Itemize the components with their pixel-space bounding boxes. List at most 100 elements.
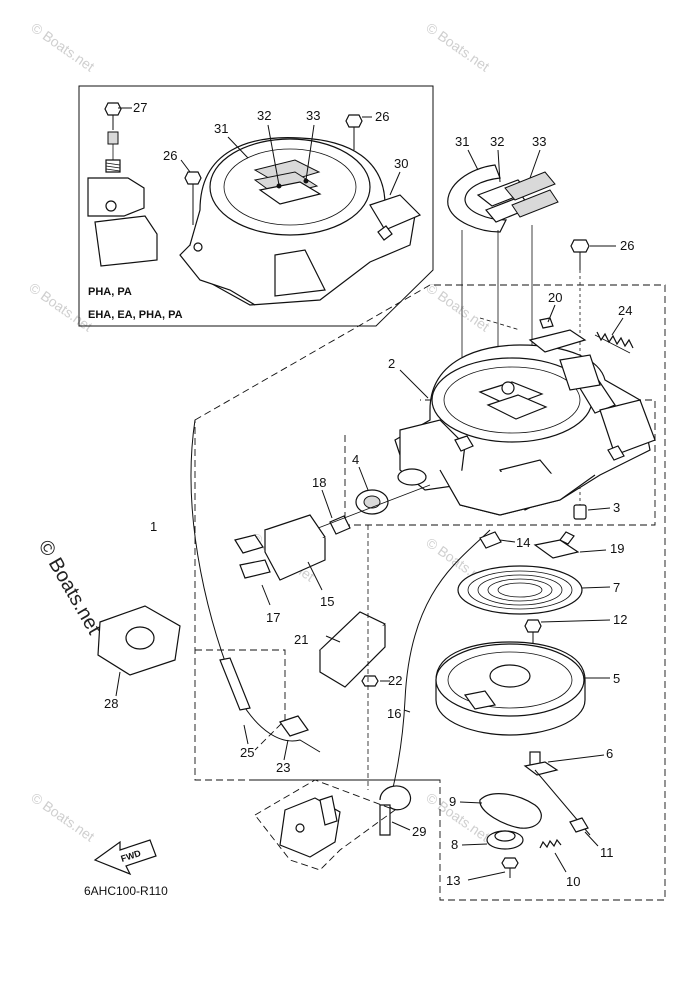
inset-leaders (180, 116, 401, 196)
collar-3-body (573, 504, 587, 520)
switch-20-spring-24 (479, 304, 634, 391)
bolt-12-head (524, 619, 542, 633)
mounting-bracket (254, 779, 396, 871)
pulley-5-notch (463, 690, 497, 710)
mounting-bracket-hole (295, 823, 305, 833)
callout-22: 22 (388, 673, 402, 688)
bolt-26 (570, 239, 616, 505)
callout-20: 20 (548, 290, 562, 305)
washer-8-boss (494, 830, 516, 842)
bolt-27-head (104, 102, 122, 116)
inset-panel: 27 26 31 32 33 26 30 PHA, PA EHA, EA, PH… (78, 85, 434, 327)
housing-decal-plate-2 (486, 394, 548, 420)
pulley-5-hub (489, 664, 531, 688)
callout-14: 14 (516, 535, 530, 550)
callout-5: 5 (613, 671, 620, 686)
callout-32: 32 (257, 108, 271, 123)
callout-31: 31 (214, 121, 228, 136)
inset-spring-coils (105, 162, 121, 172)
drive-plate-9 (479, 793, 542, 829)
callout-6: 6 (606, 746, 613, 761)
leader-8 (461, 843, 488, 846)
cable-25-23 (190, 419, 321, 761)
leader-16 (403, 709, 411, 713)
leader-32 (267, 124, 280, 186)
callout-3: 3 (613, 500, 620, 515)
callout-28: 28 (104, 696, 118, 711)
model-label-pha-pa: PHA, PA (88, 286, 132, 298)
callout-25: 25 (240, 745, 254, 760)
inset-grommet (107, 131, 119, 145)
leader-14 (499, 539, 516, 543)
leader-9 (459, 801, 483, 804)
leader-13 (467, 871, 506, 881)
bolt-26-head (570, 239, 590, 253)
leader-31 (467, 149, 479, 171)
inset-bracket-hole (105, 200, 117, 212)
mounting-bracket-tab (319, 795, 338, 826)
watermark: © Boats.net (28, 19, 97, 74)
housing-side-flange (599, 399, 656, 456)
leader-29 (391, 821, 411, 831)
assembly-boundaries (194, 284, 666, 901)
inset-left-hardware (87, 102, 158, 267)
bracket-21-body (319, 625, 386, 688)
collar-3 (573, 504, 611, 520)
leader-20 (547, 304, 556, 323)
watermark: © Boats.net (28, 789, 97, 844)
callout-24: 24 (618, 303, 632, 318)
inset-frame (78, 85, 434, 327)
leader-17 (261, 584, 271, 606)
callout-4: 4 (352, 452, 359, 467)
inset-bracket (87, 177, 145, 217)
housing-cable-hole (397, 468, 427, 486)
callout-33: 33 (532, 134, 546, 149)
callout-17: 17 (266, 610, 280, 625)
leader-33 (305, 124, 315, 181)
leader-15 (307, 561, 323, 591)
callout-26: 26 (375, 109, 389, 124)
mounting-bracket-outline (254, 779, 396, 871)
leader-32 (497, 149, 501, 183)
handle-17-cap (239, 559, 271, 579)
grommet-4-core (363, 495, 381, 509)
inset-housing-rim (223, 148, 357, 226)
leader-23 (283, 739, 289, 761)
spring-7-outer (457, 565, 583, 615)
assembly-1-outline (194, 284, 666, 901)
inset-base-flange (179, 244, 256, 306)
cable-14-end (479, 531, 502, 549)
spring-24 (596, 331, 634, 349)
leader-28 (115, 671, 121, 697)
leader-7 (581, 586, 611, 589)
callout-32: 32 (490, 134, 504, 149)
switch-20-lever (559, 354, 601, 391)
main-callouts: 31 32 33 26 20 24 2 1 3 4 18 14 19 17 15… (104, 134, 634, 889)
fwd-arrow-shape (93, 839, 157, 876)
inset-bolts-26 (184, 114, 363, 225)
bolt-26-head (345, 114, 363, 128)
handle-15-17 (234, 514, 326, 606)
callout-27: 27 (133, 100, 147, 115)
cable-23-end (279, 715, 309, 737)
callout-16: 16 (387, 706, 401, 721)
spring-7-coil (467, 570, 573, 610)
housing-center-boss (501, 381, 515, 395)
callout-13: 13 (446, 873, 460, 888)
hook-29 (379, 785, 412, 836)
inset-clip (377, 225, 393, 241)
leader-30 (389, 171, 401, 196)
callout-29: 29 (412, 824, 426, 839)
callout-10: 10 (566, 874, 580, 889)
hook-29-loop (379, 785, 412, 811)
leader-4 (358, 466, 369, 491)
bolt-22 (361, 675, 379, 687)
cable-25 (190, 419, 321, 753)
callout-7: 7 (613, 580, 620, 595)
cable-25-sleeve (219, 657, 251, 711)
callout-21: 21 (294, 632, 308, 647)
spiral-spring-7 (457, 565, 611, 615)
washer-8-bolt-13 (461, 830, 524, 881)
callout-31: 31 (455, 134, 469, 149)
